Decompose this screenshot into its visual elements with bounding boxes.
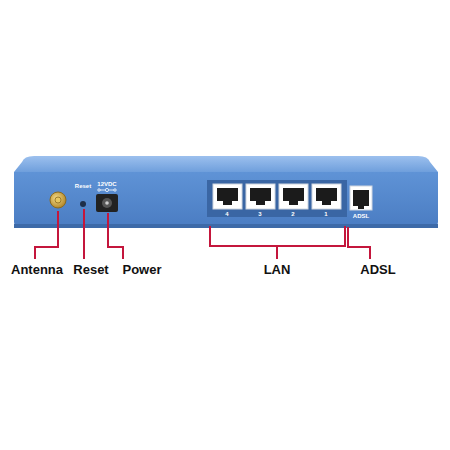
router-face xyxy=(14,172,438,228)
callout-label: ADSL xyxy=(360,263,395,276)
router-base xyxy=(14,224,438,228)
lan-port xyxy=(213,184,242,209)
leader-lines xyxy=(35,209,370,259)
lan-socket xyxy=(217,188,238,205)
device-label: ADSL xyxy=(353,213,369,219)
callout-label: LAN xyxy=(264,263,291,276)
device-label: Reset xyxy=(75,183,91,189)
power-jack xyxy=(96,194,118,212)
router-top xyxy=(14,156,438,172)
lan-port xyxy=(279,184,308,209)
lan-socket xyxy=(250,188,271,205)
callout-label: Power xyxy=(122,263,161,276)
reset-hole xyxy=(80,201,86,207)
antenna-connector xyxy=(50,192,66,208)
lan-socket xyxy=(283,188,304,205)
lan-ports xyxy=(213,184,341,209)
port-number: 4 xyxy=(225,211,228,217)
port-number: 2 xyxy=(291,211,294,217)
device-label: 12VDC xyxy=(97,181,116,187)
callout-label: Antenna xyxy=(11,263,63,276)
lan-recess xyxy=(207,180,347,217)
adsl-port xyxy=(350,186,372,210)
callout-label: Reset xyxy=(73,263,108,276)
port-number: 3 xyxy=(258,211,261,217)
polarity-symbol xyxy=(98,188,116,191)
antenna-pin xyxy=(55,197,61,203)
lan-port xyxy=(246,184,275,209)
port-number: 1 xyxy=(324,211,327,217)
lan-socket xyxy=(316,188,337,205)
lan-port xyxy=(312,184,341,209)
